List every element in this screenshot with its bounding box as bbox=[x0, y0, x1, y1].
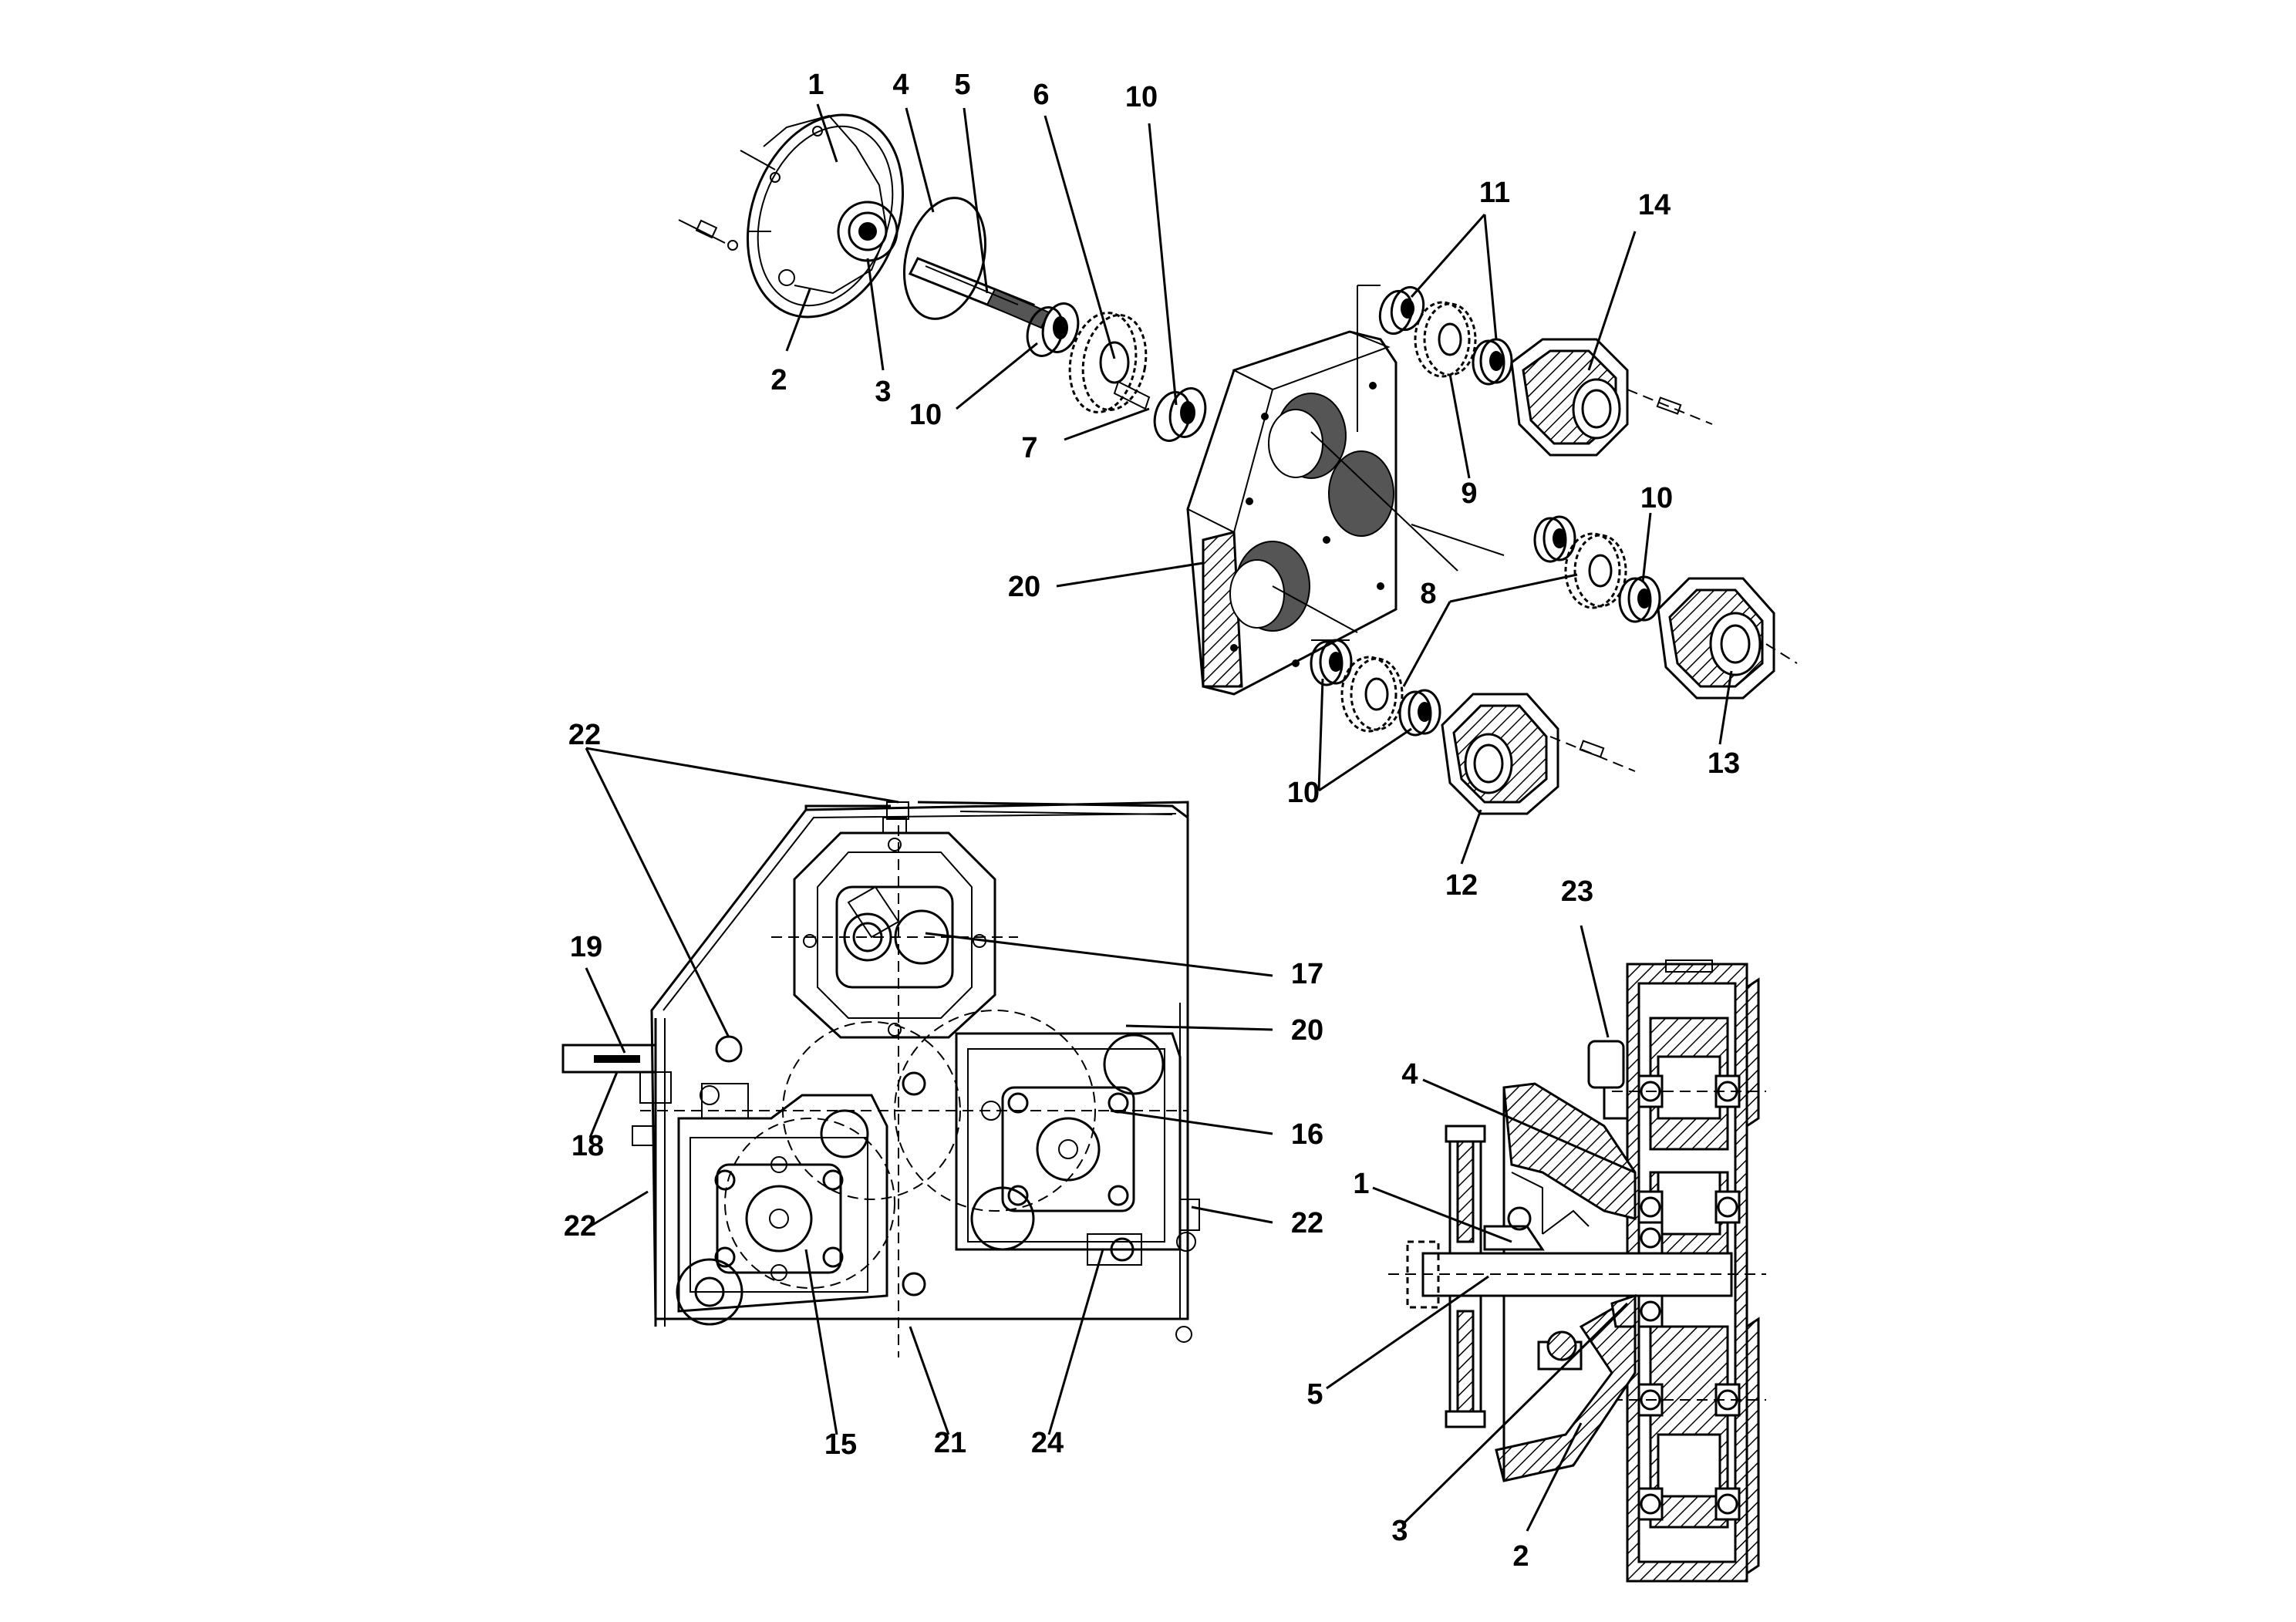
callout-labels: 1 2 3 4 5 6 10 10 7 11 14 9 20 10 8 13 1… bbox=[564, 69, 1740, 1573]
bearing-drawing bbox=[1026, 302, 1080, 357]
left-bracket-drawing bbox=[561, 1018, 672, 1327]
callout-19: 19 bbox=[570, 931, 602, 963]
callout-17: 17 bbox=[1291, 958, 1323, 990]
callout-7: 7 bbox=[1021, 432, 1037, 464]
callout-9: 9 bbox=[1461, 477, 1477, 510]
callout-10a: 10 bbox=[1125, 81, 1158, 113]
callout-10d: 10 bbox=[1287, 777, 1320, 809]
front-view bbox=[561, 747, 1273, 1435]
callout-22b: 22 bbox=[564, 1210, 596, 1243]
end-cover-drawing bbox=[678, 113, 905, 319]
left-pump-drawing bbox=[676, 1083, 888, 1326]
callout-1-section: 1 bbox=[1353, 1168, 1369, 1200]
callout-2: 2 bbox=[770, 364, 787, 396]
callout-4: 4 bbox=[892, 69, 909, 101]
callout-22a: 22 bbox=[568, 719, 601, 751]
upper-gear-assembly-drawing bbox=[1378, 285, 1713, 457]
callout-4-section: 4 bbox=[1401, 1058, 1418, 1091]
callout-13: 13 bbox=[1708, 747, 1740, 780]
lower-gear-assembly-drawing bbox=[1310, 639, 1636, 815]
callout-11: 11 bbox=[1479, 177, 1510, 209]
housing-plate-drawing bbox=[1186, 330, 1397, 696]
plug-drawing bbox=[715, 1035, 743, 1063]
callout-2-section: 2 bbox=[1512, 1540, 1529, 1573]
upper-pump-drawing bbox=[793, 801, 996, 1039]
callout-12: 12 bbox=[1445, 869, 1478, 902]
sensor-drawing bbox=[1587, 1040, 1625, 1089]
callout-14: 14 bbox=[1638, 189, 1671, 221]
callout-15: 15 bbox=[824, 1428, 857, 1461]
callout-21: 21 bbox=[934, 1427, 966, 1459]
callout-1: 1 bbox=[807, 69, 824, 101]
callout-23: 23 bbox=[1561, 875, 1593, 908]
callout-5: 5 bbox=[954, 69, 970, 101]
callout-20b: 20 bbox=[1291, 1014, 1323, 1047]
bell-housing-section bbox=[1502, 1082, 1637, 1220]
callout-10b: 10 bbox=[909, 399, 942, 431]
callout-20a: 20 bbox=[1008, 571, 1040, 603]
callout-10c: 10 bbox=[1640, 482, 1673, 514]
callout-16: 16 bbox=[1291, 1118, 1323, 1151]
callout-22c: 22 bbox=[1291, 1207, 1323, 1239]
exploded-view bbox=[678, 103, 1798, 865]
callout-18: 18 bbox=[571, 1130, 604, 1162]
middle-gear-assembly-drawing bbox=[1533, 515, 1798, 700]
callout-3: 3 bbox=[875, 376, 891, 408]
section-view bbox=[1326, 925, 1766, 1583]
o-ring-drawing bbox=[902, 197, 987, 320]
callout-5-section: 5 bbox=[1306, 1378, 1323, 1411]
callout-6: 6 bbox=[1033, 79, 1049, 111]
right-pump-drawing bbox=[955, 1032, 1182, 1266]
callout-24: 24 bbox=[1031, 1427, 1064, 1459]
gear-drawing bbox=[1068, 312, 1151, 413]
callout-3-section: 3 bbox=[1391, 1515, 1408, 1547]
bearing-drawing bbox=[1153, 387, 1207, 442]
callout-8: 8 bbox=[1420, 578, 1436, 610]
